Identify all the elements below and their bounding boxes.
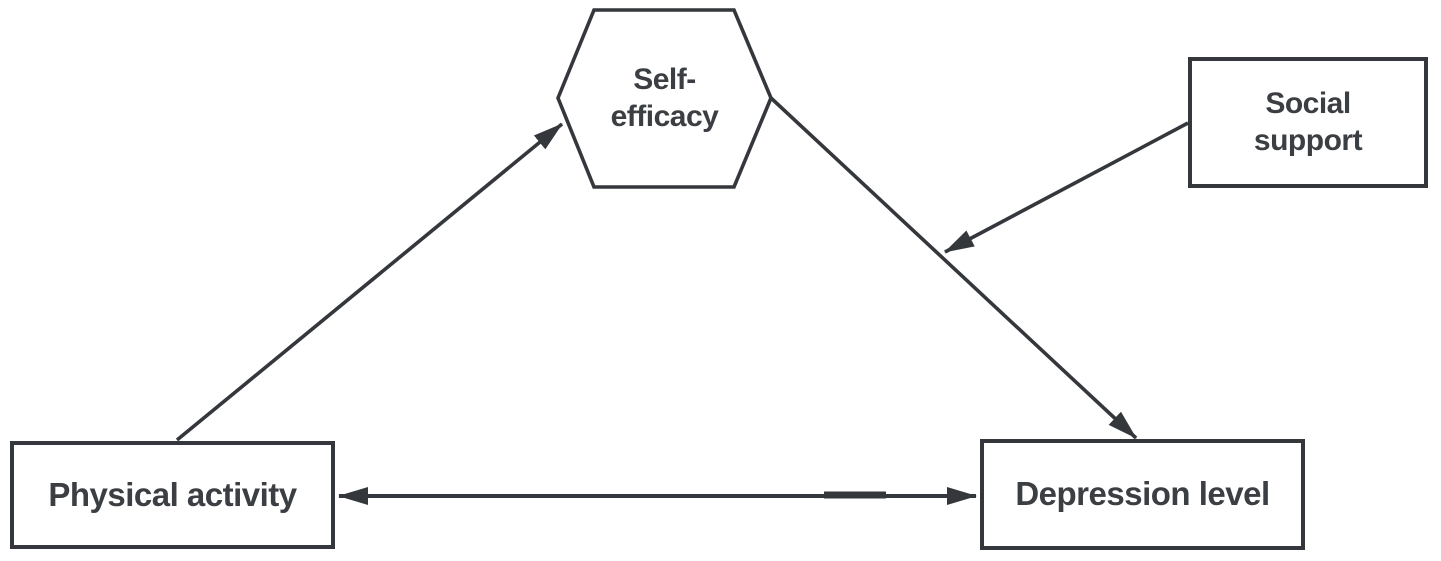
physical-activity-node: Physical activity bbox=[10, 441, 335, 549]
depression-level-node: Depression level bbox=[980, 439, 1305, 550]
edge-physical-activity-to-self-efficacy bbox=[175, 122, 564, 442]
edge-self-efficacy-to-depression-level bbox=[769, 96, 1138, 440]
social-support-label: Social support bbox=[1253, 86, 1363, 159]
social-support-label-line1: Social bbox=[1265, 86, 1351, 120]
self-efficacy-hexagon bbox=[556, 8, 773, 189]
edge-social-support-to-mediation-path bbox=[944, 121, 1189, 254]
physical-activity-label: Physical activity bbox=[48, 475, 297, 513]
depression-level-label: Depression level bbox=[1015, 475, 1270, 513]
social-support-node: Social support bbox=[1188, 57, 1428, 188]
social-support-label-line2: support bbox=[1253, 123, 1363, 157]
